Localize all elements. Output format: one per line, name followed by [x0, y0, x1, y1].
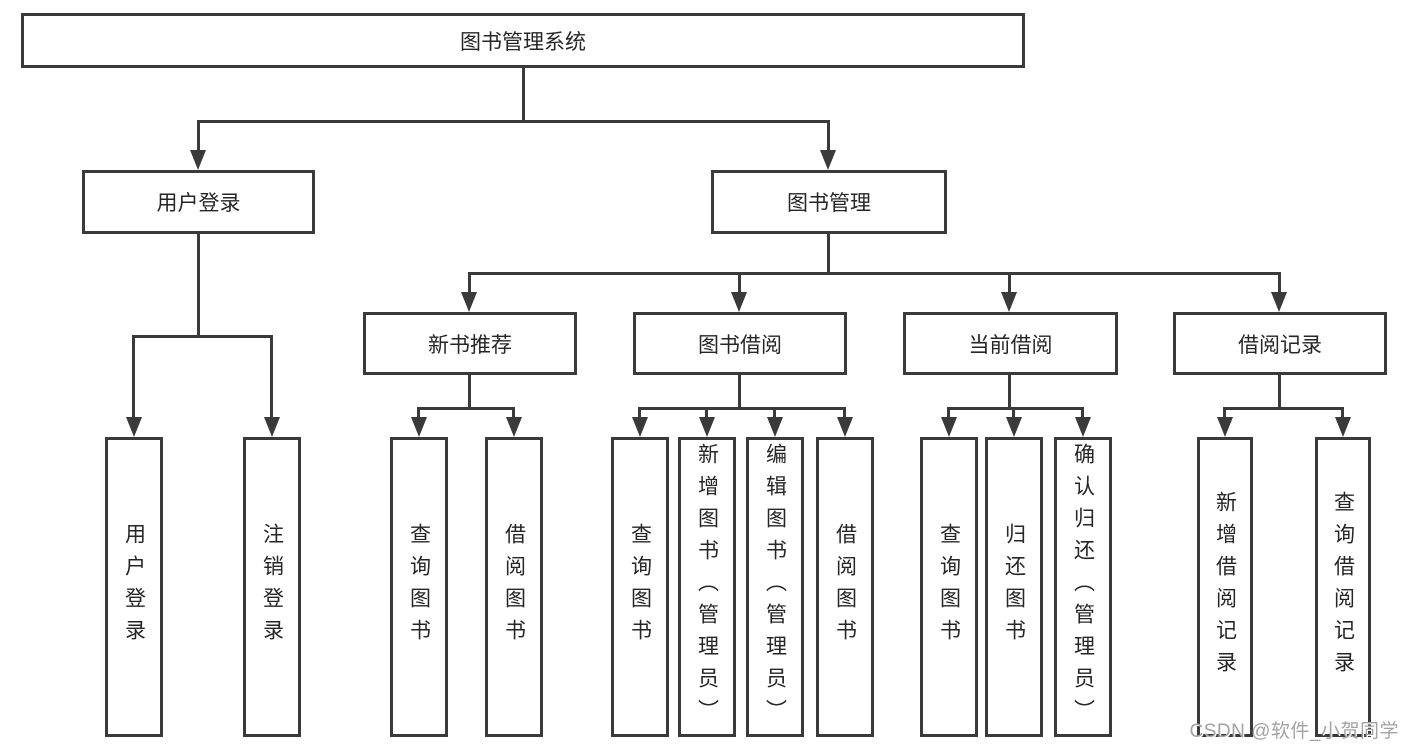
- node-new-book-recommend: 新书推荐: [363, 312, 577, 375]
- leaf-add-book-admin: 新增图书（管理员）: [678, 437, 736, 737]
- arrow-down-icon: [699, 417, 715, 437]
- node-root-system: 图书管理系统: [21, 13, 1025, 68]
- arrow-down-icon: [767, 417, 783, 437]
- connector-line: [132, 335, 273, 338]
- connector-line: [1081, 407, 1084, 419]
- leaf-query-books-borrowing: 查询图书: [611, 437, 669, 737]
- arrow-down-icon: [632, 417, 648, 437]
- arrow-down-icon: [190, 150, 206, 170]
- arrow-down-icon: [941, 417, 957, 437]
- connector-line: [270, 335, 273, 419]
- arrow-down-icon: [411, 417, 427, 437]
- arrow-down-icon: [1001, 292, 1017, 312]
- leaf-borrow-books-recommend: 借阅图书: [485, 437, 543, 737]
- connector-line: [417, 407, 515, 410]
- leaf-user-login: 用户登录: [105, 437, 163, 737]
- arrow-down-icon: [126, 417, 142, 437]
- connector-line: [468, 272, 471, 294]
- connector-line: [468, 272, 1281, 275]
- leaf-query-borrow-record: 查询借阅记录: [1315, 437, 1371, 737]
- connector-line: [197, 120, 200, 152]
- connector-line: [1008, 272, 1011, 294]
- connector-line: [1278, 375, 1281, 410]
- arrow-down-icon: [1075, 417, 1091, 437]
- connector-line: [638, 407, 641, 419]
- connector-line: [705, 407, 708, 419]
- connector-line: [827, 234, 830, 275]
- connector-line: [197, 120, 830, 123]
- leaf-logout: 注销登录: [243, 437, 301, 737]
- connector-line: [773, 407, 776, 419]
- arrow-down-icon: [1006, 417, 1022, 437]
- node-current-borrowing: 当前借阅: [903, 312, 1118, 375]
- connector-line: [468, 375, 471, 410]
- connector-line: [1012, 407, 1015, 419]
- node-borrowing-records: 借阅记录: [1173, 312, 1387, 375]
- connector-line: [638, 407, 846, 410]
- leaf-borrow-books-borrowing: 借阅图书: [816, 437, 874, 737]
- connector-line: [947, 407, 950, 419]
- connector-line: [512, 407, 515, 419]
- connector-line: [132, 335, 135, 419]
- connector-line: [738, 272, 741, 294]
- connector-line: [1223, 407, 1226, 419]
- watermark: CSDN @软件_小贺同学: [1189, 721, 1399, 742]
- leaf-query-books-current: 查询图书: [920, 437, 978, 737]
- leaf-add-borrow-record: 新增借阅记录: [1197, 437, 1253, 737]
- connector-line: [1341, 407, 1344, 419]
- connector-line: [738, 375, 741, 410]
- connector-line: [1278, 272, 1281, 294]
- connector-line: [947, 407, 1084, 410]
- arrow-down-icon: [837, 417, 853, 437]
- leaf-confirm-return-admin: 确认归还（管理员）: [1054, 437, 1112, 737]
- arrow-down-icon: [264, 417, 280, 437]
- leaf-query-books-recommend: 查询图书: [390, 437, 448, 737]
- arrow-down-icon: [1271, 292, 1287, 312]
- arrow-down-icon: [461, 292, 477, 312]
- connector-line: [1223, 407, 1344, 410]
- arrow-down-icon: [1335, 417, 1351, 437]
- arrow-down-icon: [1217, 417, 1233, 437]
- node-book-management: 图书管理: [711, 170, 947, 234]
- connector-line: [827, 120, 830, 152]
- connector-line: [522, 68, 525, 123]
- connector-line: [843, 407, 846, 419]
- arrow-down-icon: [820, 150, 836, 170]
- node-user-login: 用户登录: [82, 170, 315, 234]
- connector-line: [417, 407, 420, 419]
- node-book-borrowing: 图书借阅: [633, 312, 847, 375]
- leaf-edit-book-admin: 编辑图书（管理员）: [746, 437, 804, 737]
- connector-line: [1008, 375, 1011, 410]
- arrow-down-icon: [506, 417, 522, 437]
- arrow-down-icon: [731, 292, 747, 312]
- connector-line: [197, 234, 200, 338]
- leaf-return-book: 归还图书: [985, 437, 1043, 737]
